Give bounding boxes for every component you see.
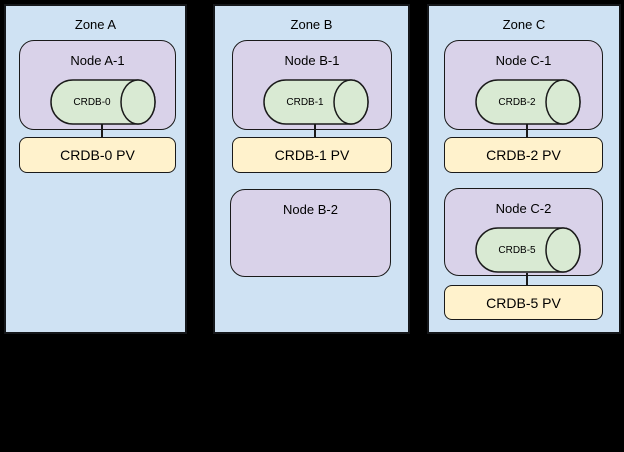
zone-b: Zone B Node B-1 CRDB-1 CRDB-1 PV Node B-… (213, 4, 410, 334)
node-b2: Node B-2 (230, 189, 391, 277)
connector-line (101, 124, 103, 138)
zone-a-title: Zone A (74, 17, 117, 32)
zone-c: Zone C Node C-1 CRDB-2 CRDB-2 PV Node C-… (427, 4, 621, 334)
database-cylinder-icon (50, 79, 156, 125)
node-c1: Node C-1 CRDB-2 (444, 40, 603, 130)
crdb-5-database: CRDB-5 (475, 227, 581, 273)
database-cylinder-icon (263, 79, 369, 125)
zone-a: Zone A Node A-1 CRDB-0 CRDB-0 PV (4, 4, 187, 334)
node-c1-title: Node C-1 (495, 53, 552, 68)
crdb-5-pv-label: CRDB-5 PV (486, 294, 561, 311)
crdb-1-pv-box: CRDB-1 PV (232, 137, 392, 173)
crdb-5-pv-box: CRDB-5 PV (444, 285, 603, 320)
crdb-2-pv-box: CRDB-2 PV (444, 137, 603, 173)
crdb-0-pv-box: CRDB-0 PV (19, 137, 176, 173)
database-cylinder-icon (475, 79, 581, 125)
crdb-1-pv-label: CRDB-1 PV (274, 147, 350, 163)
node-a1-title: Node A-1 (70, 53, 125, 68)
crdb-1-database: CRDB-1 (263, 79, 369, 125)
database-cylinder-icon (475, 227, 581, 273)
node-b1-title: Node B-1 (284, 53, 340, 68)
crdb-0-label: CRDB-0 (73, 96, 111, 108)
connector-line (526, 273, 528, 286)
node-c2: Node C-2 CRDB-5 (444, 188, 603, 276)
crdb-5-label: CRDB-5 (498, 244, 536, 256)
crdb-2-label: CRDB-2 (498, 96, 536, 108)
crdb-0-database: CRDB-0 (50, 79, 156, 125)
node-a1: Node A-1 CRDB-0 (19, 40, 176, 130)
crdb-2-pv-label: CRDB-2 PV (486, 147, 561, 163)
crdb-1-label: CRDB-1 (286, 96, 324, 108)
crdb-0-pv-label: CRDB-0 PV (60, 147, 135, 163)
zone-b-title: Zone B (290, 17, 333, 32)
node-b1: Node B-1 CRDB-1 (232, 40, 392, 130)
node-b2-title: Node B-2 (283, 202, 338, 217)
connector-line (314, 124, 316, 138)
zone-c-title: Zone C (502, 17, 546, 32)
connector-line (526, 124, 528, 138)
crdb-2-database: CRDB-2 (475, 79, 581, 125)
node-c2-title: Node C-2 (495, 201, 552, 216)
